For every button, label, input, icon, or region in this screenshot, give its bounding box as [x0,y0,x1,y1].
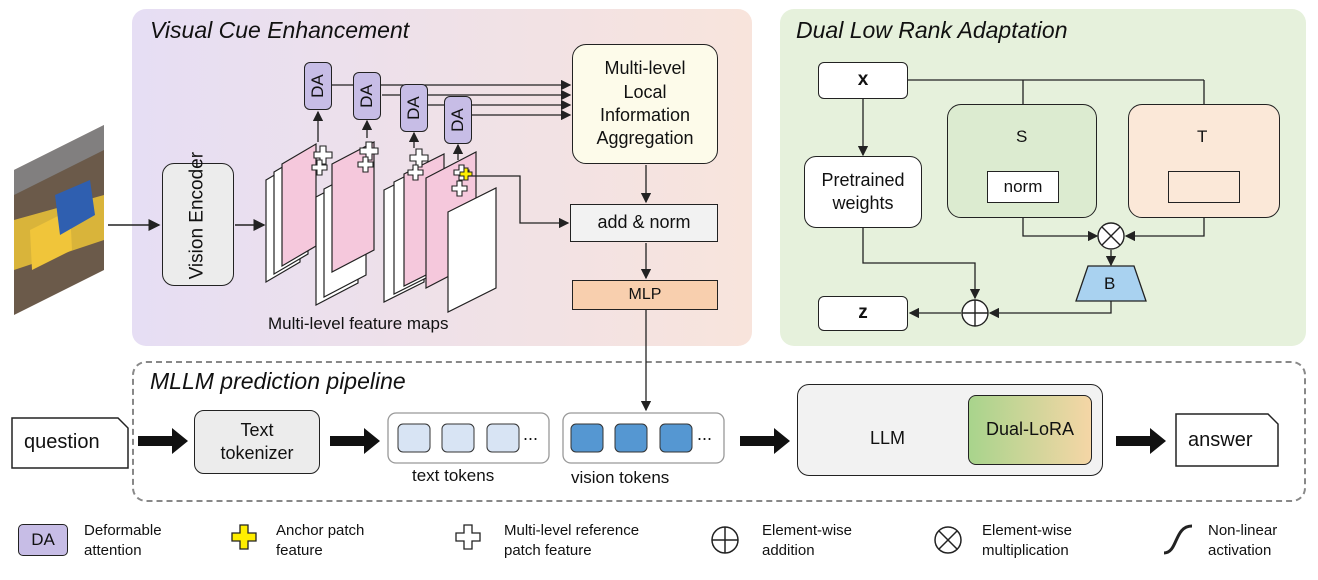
llm-label: LLM [870,428,906,448]
pipeline-title: MLLM prediction pipeline [150,368,406,394]
vision-encoder-box: Vision Encoder [162,152,234,286]
vce-title: Visual Cue Enhancement [150,17,410,43]
answer-label: answer [1188,429,1253,451]
s-label: S [1016,127,1028,146]
da-module-2: DA [353,72,381,120]
question-label: question [24,431,100,453]
feature-map-stack-2 [315,141,375,306]
legend-reference-text: Multi-level reference patch feature [504,522,640,560]
vision-tokens-label: vision tokens [571,468,670,487]
da-label: DA [356,84,376,108]
legend-da-text: Deformable attention [84,522,162,560]
answer-doc-shape [1175,413,1279,467]
dual-lora-box: Dual-LoRA [968,395,1092,465]
legend-anchor-icon [231,524,257,550]
t-label: T [1197,127,1208,146]
da-label: DA [307,74,327,98]
legend-addition-text: Element-wise addition [762,522,853,560]
x-input-box: x [818,62,908,99]
legend-nonlinear-icon [1163,524,1193,555]
add-icon [961,299,989,327]
legend-reference-icon [455,524,481,550]
legend-multiply-icon [934,526,962,554]
question-doc-shape [11,417,129,469]
da-label: DA [403,96,423,120]
legend-nonlinear-text: Non-linear activation [1208,522,1278,560]
mlp-box: MLP [572,280,718,310]
norm-box: norm [987,171,1059,203]
vision-encoder-label: Vision Encoder [186,152,208,280]
dlora-title: Dual Low Rank Adaptation [796,17,1068,43]
da-module-3: DA [400,84,428,132]
text-tokenizer-box: Text tokenizer [194,410,320,474]
vision-tokens-ellipsis: ... [697,424,713,444]
legend-add-icon [711,526,739,554]
input-image [14,125,104,315]
t-branch-container [1128,104,1280,218]
da-module-4: DA [444,96,472,144]
text-tokens-ellipsis: ... [523,424,539,444]
pretrained-weights-box: Pretrained weights [804,156,922,228]
legend-anchor-text: Anchor patch feature [276,522,365,560]
pipeline-thick-arrows [138,428,1166,454]
text-tokens-label: text tokens [412,466,495,485]
feature-maps-label: Multi-level feature maps [268,314,449,333]
add-norm-box: add & norm [570,204,718,242]
mllm-pipeline-panel [132,361,1306,502]
legend-da-symbol: DA [18,524,68,556]
multi-level-aggregation-box: Multi-level Local Information Aggregatio… [572,44,718,164]
multiply-icon [1097,222,1125,250]
b-projection-shape [1075,265,1147,302]
legend-multiplication-text: Element-wise multiplication [982,522,1073,560]
z-output-box: z [818,296,908,331]
b-label: B [1104,274,1116,293]
activation-box [1168,171,1240,203]
da-label: DA [447,108,467,132]
da-module-1: DA [304,62,332,110]
feature-map-stack-1 [265,142,317,284]
